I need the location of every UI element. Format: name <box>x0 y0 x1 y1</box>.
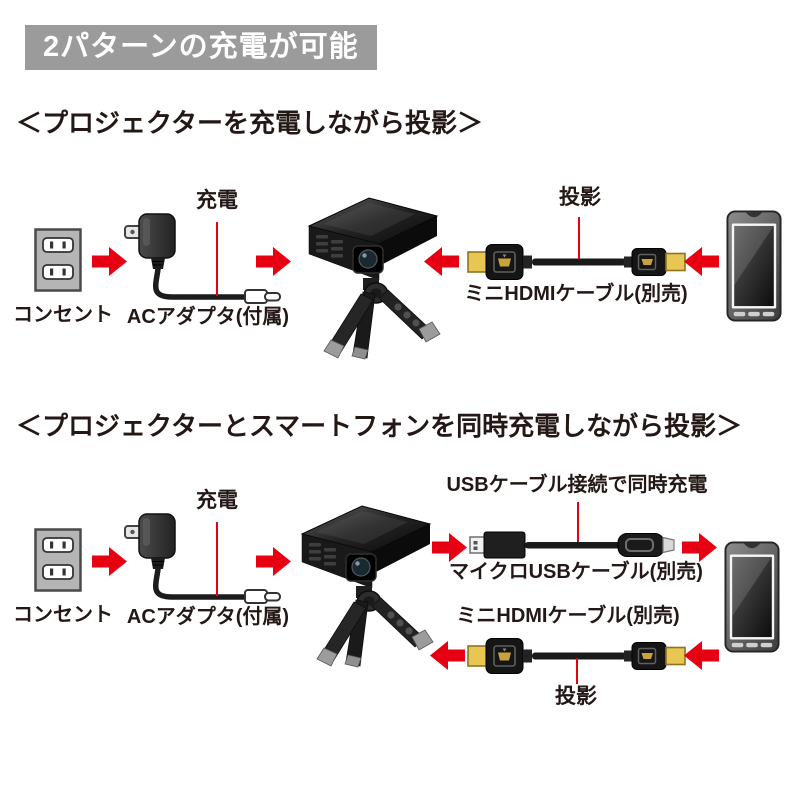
projection-pointer-line <box>578 217 580 259</box>
smartphone-icon <box>726 208 782 329</box>
projection-label: 投影 <box>559 186 601 209</box>
arrow-left-icon <box>684 641 719 670</box>
arrow-right-icon <box>256 247 291 276</box>
projector-icon <box>303 190 443 365</box>
wall-outlet-icon <box>34 528 82 597</box>
arrow-left-icon <box>684 247 719 276</box>
banner-text: 2パターンの充電が可能 <box>43 31 359 63</box>
hdmi-cable-label: ミニHDMIケーブル(別売) <box>456 605 680 627</box>
charge-pointer-line <box>216 522 218 596</box>
usb-cable-label: マイクロUSBケーブル(別売) <box>449 561 703 583</box>
arrow-right-icon <box>256 547 291 576</box>
wall-outlet-icon <box>34 228 82 297</box>
charge-label: 充電 <box>196 189 238 212</box>
projection-label: 投影 <box>555 685 597 708</box>
ac-adapter-label: ACアダプタ(付属) <box>126 306 290 328</box>
projector-icon <box>296 498 436 673</box>
section2-heading: ＜プロジェクターとスマートフォンを同時充電しながら投影＞ <box>16 411 743 441</box>
projection-pointer-line <box>576 658 578 684</box>
outlet-label: コンセント <box>13 604 113 626</box>
ac-adapter-label: ACアダプタ(付属) <box>126 606 290 628</box>
banner: 2パターンの充電が可能 <box>25 25 377 71</box>
charge-label: 充電 <box>196 489 238 512</box>
arrow-right-icon <box>682 533 717 562</box>
usb-note-label: USBケーブル接続で同時充電 <box>446 474 708 496</box>
arrow-left-icon <box>424 247 459 276</box>
hdmi-cable-label: ミニHDMIケーブル(別売) <box>464 283 688 305</box>
section1-heading: ＜プロジェクターを充電しながら投影＞ <box>16 108 483 138</box>
outlet-label: コンセント <box>13 304 113 326</box>
arrow-left-icon <box>430 641 465 670</box>
smartphone-icon <box>724 540 780 659</box>
usb-pointer-line <box>577 502 579 542</box>
arrow-right-icon <box>432 533 467 562</box>
charge-pointer-line <box>216 222 218 296</box>
